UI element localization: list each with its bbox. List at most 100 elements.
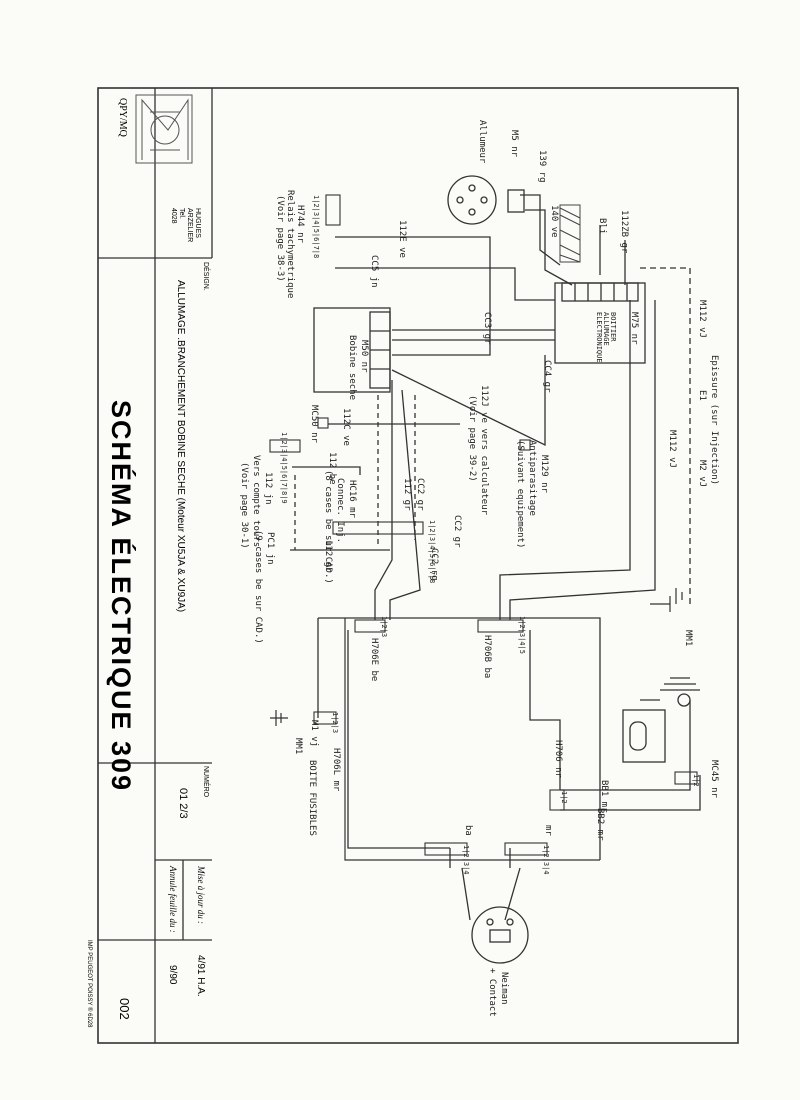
company-name-line-2: ARZELIER bbox=[186, 208, 193, 242]
label-112be: 112 be bbox=[327, 452, 337, 485]
title-block bbox=[98, 88, 213, 1043]
label-calculateur: 112J ve vers calculateur bbox=[479, 385, 489, 516]
label-suivant: (Suivant equipement) bbox=[515, 440, 525, 548]
label-h706: H706 nr bbox=[553, 740, 563, 779]
label-relais: Relais tachymetrique bbox=[285, 190, 295, 298]
label-boitier-3: ELECTRONIQUE bbox=[595, 312, 603, 363]
label-m112vj-b: M112 vJ bbox=[667, 430, 677, 468]
label-h706b-pins: 1|2|3|4|5 bbox=[518, 616, 526, 654]
harness bbox=[559, 204, 581, 263]
label-cc2: CC2 gr bbox=[415, 478, 425, 511]
label-m75: M75 nr bbox=[629, 312, 639, 345]
label-112c: 112C ve bbox=[341, 408, 351, 446]
label-vers-page: (Voir page 30-1) bbox=[239, 462, 249, 549]
label-antiparasitage: Antiparasitage bbox=[527, 440, 537, 516]
label-mc45-pins: 1|2 bbox=[692, 774, 700, 787]
label-allumeur: Allumeur bbox=[477, 120, 487, 164]
ignition-switch bbox=[471, 906, 529, 964]
label-ba: ba bbox=[463, 825, 473, 836]
label-h706l-pins: 1|2|3 bbox=[331, 712, 339, 733]
fuse-box-lines bbox=[344, 618, 600, 861]
label-cc4: CC4 gr bbox=[542, 360, 552, 393]
label-m5: M5 nr bbox=[509, 130, 519, 158]
label-m2: M2 vJ bbox=[697, 460, 707, 487]
page-border bbox=[97, 87, 739, 1044]
label-bb1: BB1 mr bbox=[599, 780, 609, 813]
title-block-text: QPY/MQ HUGUES ARZELIER Tel. 4028 DÉSIGN.… bbox=[86, 98, 211, 1028]
connector-strips bbox=[269, 194, 698, 856]
label-112gr-b: 112 gr bbox=[323, 540, 333, 573]
label-bf-left-pins: 1|2|3|4 bbox=[462, 845, 470, 875]
label-h706e: H706E be bbox=[369, 638, 379, 681]
label-hc16-pins: 1|2|3|4|5|6|7|8 bbox=[428, 520, 436, 583]
label-112gr-a: 112 gr bbox=[402, 478, 412, 511]
ecu-box bbox=[554, 282, 646, 364]
mise-a-jour-label: Mise à jour du : bbox=[196, 865, 206, 924]
label-vers-compte: Vers compte tours bbox=[251, 455, 261, 547]
label-cc2rg: CC2 rg bbox=[429, 548, 439, 581]
ground-symbols bbox=[270, 588, 700, 726]
label-m50: M50 nr bbox=[359, 340, 369, 373]
label-mm1-left: MM1 bbox=[293, 738, 303, 754]
designation-label: DÉSIGN. bbox=[202, 262, 211, 291]
label-bb2: BB2 mr bbox=[595, 808, 605, 841]
label-hc16: HC16 mr bbox=[347, 480, 357, 519]
label-9cases: (9 cases be sur CAD.) bbox=[253, 530, 263, 644]
wires bbox=[290, 194, 701, 921]
label-h744: H744 nr bbox=[295, 205, 305, 244]
designation-text: ALLUMAGE .BRANCHEMENT BOBINE SECHE (Mote… bbox=[175, 280, 186, 612]
label-bobine: Bobine seche bbox=[347, 335, 357, 400]
coil-box bbox=[313, 307, 391, 393]
label-relais-page: (Voir page 38-3) bbox=[275, 195, 285, 282]
numero-value: 01 2/3 bbox=[177, 788, 189, 819]
label-vers-112jn: 112 jn bbox=[263, 472, 273, 505]
label-pc1: PC1 jn bbox=[265, 532, 275, 565]
label-h706l: H706L mr bbox=[331, 748, 341, 792]
label-h706b: H706B ba bbox=[482, 635, 492, 678]
label-calculateur-page: (Voir page 39-2) bbox=[467, 395, 477, 482]
annule-value: 9/90 bbox=[167, 965, 178, 985]
label-mc50: MC50 nr bbox=[309, 405, 319, 444]
label-epissure: Epissure (sur Injection) bbox=[709, 355, 719, 485]
label-mm1-top: MM1 bbox=[683, 630, 693, 646]
label-boitier-2: ALLUMAGE bbox=[602, 312, 610, 346]
company-logo bbox=[135, 94, 193, 164]
company-name-line-1: HUGUES bbox=[194, 208, 201, 238]
label-connec: Connec. Inj. bbox=[335, 478, 345, 543]
distributor bbox=[447, 175, 525, 225]
imprint: IMP PEUGEOT POISSY ® 6D28 bbox=[86, 940, 93, 1028]
label-mr: mr bbox=[543, 825, 553, 836]
label-8cases: (8 cases be sur CAD.) bbox=[323, 470, 333, 584]
numero-label: NUMÉRO bbox=[202, 766, 211, 798]
label-112zb: 112ZB gr bbox=[619, 210, 629, 254]
label-boitier-1: BOITIER bbox=[609, 312, 617, 342]
label-boite-fusibles: BOITE FUSIBLES bbox=[307, 760, 317, 836]
main-title: SCHÉMA ÉLECTRIQUE 309 bbox=[106, 400, 137, 792]
label-140: 140 ve bbox=[549, 205, 559, 238]
label-cc5: CC5 jn bbox=[369, 255, 379, 288]
label-139: 139 rg bbox=[537, 150, 547, 183]
label-h706e-pins: 1|2|3 bbox=[380, 616, 388, 637]
mise-a-jour-value: 4/91 H.A. bbox=[195, 955, 206, 997]
label-cc2-b: CC2 gr bbox=[452, 515, 462, 548]
label-bf-right-pins: 1|2|3|4 bbox=[542, 845, 550, 875]
label-contact: + Contact bbox=[487, 968, 497, 1017]
label-m112vj-a: M112 vJ bbox=[697, 300, 707, 338]
battery bbox=[622, 693, 691, 763]
label-pc1-pins: 1|2|3|4|5|6|7|8|9 bbox=[280, 432, 288, 504]
label-neiman: Neiman bbox=[499, 972, 509, 1005]
company-logo-text: QPY/MQ bbox=[117, 98, 128, 138]
label-112e: 112E ve bbox=[397, 220, 407, 258]
sheet-number: 002 bbox=[117, 998, 132, 1020]
label-m129: M129 nr bbox=[539, 455, 549, 494]
annule-label: Annule feuille du : bbox=[168, 865, 178, 933]
company-name-line-4: 4028 bbox=[170, 208, 177, 224]
diagram-labels: Allumeur M5 nr 139 rg 140 ve 112ZB gr Bl… bbox=[239, 120, 719, 1017]
label-bli: Bli bbox=[597, 218, 607, 234]
label-h706-pins: 1|2 bbox=[560, 791, 568, 804]
label-m1: M1 vj bbox=[309, 720, 319, 747]
label-cc3: CC3 gr bbox=[482, 312, 492, 345]
label-mc45: MC45 nr bbox=[709, 760, 719, 799]
company-name-line-3: Tel. bbox=[178, 208, 185, 219]
